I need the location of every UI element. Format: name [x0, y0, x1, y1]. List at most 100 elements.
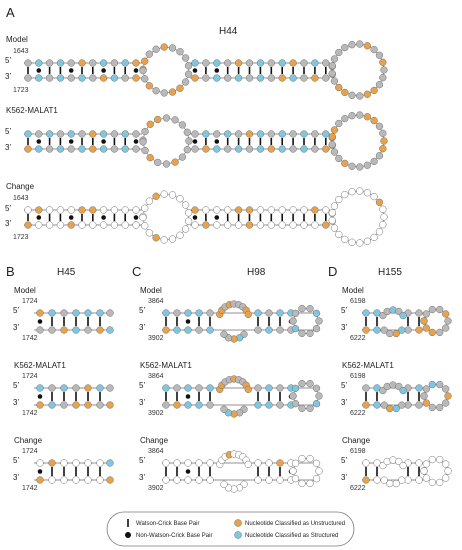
nucleotide-208 [234, 221, 243, 229]
nucleotide-483 [422, 385, 430, 393]
nucleotide-46 [322, 59, 330, 67]
nucleotide-5 [45, 74, 54, 82]
nucleotide-287 [72, 401, 80, 409]
d-model-start-num: 6198 [350, 298, 366, 305]
nucleotide-197 [132, 206, 140, 214]
nucleotide-237 [168, 235, 177, 243]
nucleotide-346 [312, 324, 321, 333]
nucleotide-29 [224, 74, 232, 82]
nucleotide-188 [78, 221, 86, 229]
nucleotide-511 [422, 460, 430, 468]
nonwc-pair-dot [37, 469, 43, 474]
panel-title-h98: H98 [247, 267, 266, 278]
nucleotide-449 [399, 311, 407, 320]
nucleotide-54 [176, 48, 184, 56]
nucleotide-59 [176, 84, 184, 92]
nucleotide-394 [162, 459, 170, 467]
c-change-caption: Change [140, 436, 169, 445]
nucleotide-68 [330, 55, 339, 63]
nucleotide-95 [56, 130, 65, 138]
nucleotide-304 [96, 459, 104, 467]
nucleotide-124 [256, 145, 265, 153]
nucleotide-192 [99, 221, 108, 229]
nucleotide-484 [428, 380, 436, 389]
nucleotide-8 [67, 59, 75, 67]
legend: Watson-Crick Base Pair Non-Watson-Crick … [106, 511, 355, 547]
nucleotide-288 [84, 384, 92, 392]
d-model-5prime: 5’ [341, 306, 347, 315]
b-model-3prime: 3’ [13, 323, 19, 332]
nonwc-pair-dot [37, 394, 43, 399]
nucleotide-496 [373, 476, 381, 484]
c-k562-end-num: 3902 [148, 410, 164, 417]
nucleotide-321 [265, 326, 273, 334]
nucleotide-353 [173, 384, 181, 392]
a-model-caption: Model [6, 35, 28, 44]
nucleotide-49 [141, 57, 149, 65]
d-change-start-num: 6198 [350, 448, 366, 455]
nucleotide-317 [206, 326, 214, 334]
nucleotide-435 [291, 474, 300, 483]
b-model-caption: Model [14, 286, 36, 295]
nucleotide-160 [356, 111, 364, 119]
nucleotide-175 [328, 140, 336, 149]
a-model-5prime: 5’ [5, 56, 11, 65]
c-change-3prime: 3’ [139, 473, 145, 482]
nucleotide-25 [202, 74, 210, 82]
nucleotide-277 [96, 326, 104, 334]
nucleotide-213 [267, 206, 275, 214]
nucleotide-2 [35, 59, 43, 67]
nucleotide-196 [121, 221, 129, 229]
nucleotide-186 [67, 221, 75, 229]
nucleotide-279 [106, 326, 114, 334]
nucleotide-270 [60, 309, 68, 317]
nucleotide-198 [132, 221, 140, 229]
nucleotide-106 [110, 145, 119, 153]
nonwc-pair-dot [192, 68, 198, 73]
nucleotide-499 [415, 459, 423, 467]
d-model-caption: Model [342, 286, 364, 295]
nucleotide-453 [380, 326, 388, 334]
nucleotide-293 [106, 401, 114, 409]
nucleotide-261 [341, 235, 349, 244]
nucleotide-284 [60, 384, 68, 392]
nucleotide-72 [356, 40, 364, 48]
nucleotide-203 [213, 206, 221, 214]
nucleotide-44 [311, 59, 319, 67]
nucleotide-151 [146, 154, 154, 162]
nucleotide-251 [370, 192, 378, 201]
nonwc-pair-dot [68, 215, 74, 220]
nucleotide-294 [36, 459, 44, 467]
nucleotide-118 [224, 145, 232, 153]
nonwc-pair-dot [37, 319, 43, 324]
nucleotide-248 [348, 188, 356, 196]
nucleotide-364 [265, 401, 273, 409]
nucleotide-60 [168, 88, 177, 96]
nucleotide-145 [185, 137, 193, 145]
nucleotide-185 [67, 206, 75, 214]
nucleotide-362 [254, 401, 262, 409]
a-change-end-num: 1723 [13, 234, 29, 241]
nucleotide-139 [146, 120, 154, 128]
a-change-start-num: 1643 [13, 195, 29, 202]
nonwc-pair-dot [185, 394, 191, 399]
nucleotide-57 [184, 70, 193, 78]
nucleotide-91 [35, 130, 43, 138]
nucleotide-43 [300, 74, 308, 82]
nucleotide-390 [306, 404, 314, 413]
nucleotide-516 [442, 474, 450, 482]
nucleotide-316 [206, 309, 214, 317]
nucleotide-307 [106, 476, 114, 484]
nucleotide-351 [162, 384, 170, 392]
a-k562-3prime: 3’ [5, 143, 11, 152]
nucleotide-309 [162, 326, 170, 334]
c-k562-5prime: 5’ [139, 381, 145, 390]
nucleotide-224 [322, 221, 330, 229]
nucleotide-306 [106, 459, 114, 467]
nucleotide-161 [363, 113, 372, 121]
nonwc-pair-dot [185, 469, 191, 474]
nucleotide-297 [48, 476, 56, 484]
nucleotide-209 [245, 206, 254, 214]
b-change-start-num: 1724 [22, 448, 38, 455]
nucleotide-341 [291, 309, 300, 318]
